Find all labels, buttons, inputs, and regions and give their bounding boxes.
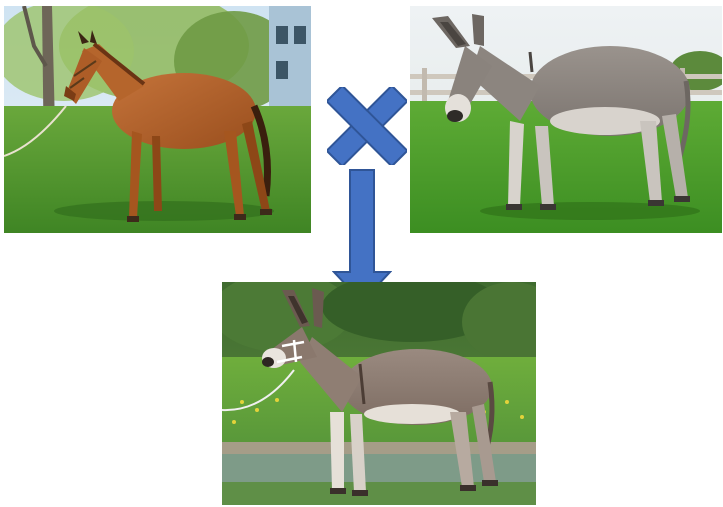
cross-icon [327, 87, 407, 165]
donkey-photo [410, 6, 722, 233]
horse-photo [4, 6, 311, 233]
mule-photo [222, 282, 536, 505]
